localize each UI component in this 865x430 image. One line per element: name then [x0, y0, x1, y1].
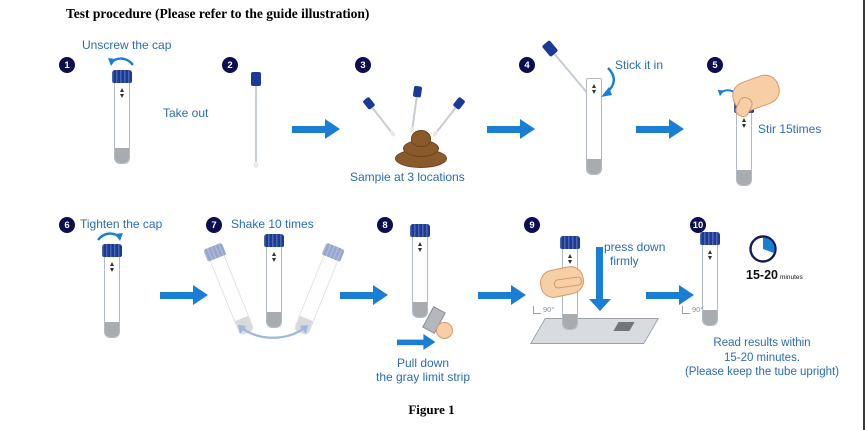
step8-number-badge: 8 [377, 217, 393, 233]
step8-label-line1: Pull down [396, 356, 450, 370]
swab-tip [254, 162, 258, 168]
tube-cap [700, 232, 720, 245]
step7-number-badge: 7 [206, 217, 222, 233]
shaking-tube-left [203, 242, 257, 337]
collection-tube-step1 [112, 70, 132, 164]
clock-icon [748, 234, 778, 264]
step3-label: Sampie at 3 locations [350, 170, 465, 184]
step6-label: Tighten the cap [80, 217, 163, 231]
swab-shaft [255, 86, 257, 162]
result-note-line3: (Please keep the tube upright) [684, 366, 840, 378]
wait-time-unit: minutes [779, 274, 803, 281]
tube-gray-end [737, 170, 751, 185]
sequence-arrow-icon [646, 285, 694, 305]
wait-time-value: 15-20 [746, 268, 778, 282]
tube-gray-end [563, 314, 577, 329]
step1-number-badge: 1 [59, 57, 75, 73]
sequence-arrow-icon [636, 119, 684, 139]
stool-sample-illustration [392, 126, 448, 168]
step1-label: Unscrew the cap [82, 38, 172, 52]
step8-label: Pull down the gray limit strip [358, 356, 488, 384]
tube-body [104, 257, 120, 338]
step9-number-badge: 9 [524, 217, 540, 233]
pull-direction-arrow-icon [397, 334, 436, 350]
step2-number-badge: 2 [222, 57, 238, 73]
step9-label-line1: press down [604, 240, 666, 254]
shake-illustration [203, 234, 345, 346]
angle-mark-step10: 90° [682, 305, 703, 314]
shaking-tube-right [291, 242, 345, 337]
step5-number-badge: 5 [707, 57, 723, 73]
tube-body [702, 245, 718, 326]
swab-stick-step2 [250, 72, 262, 168]
result-note: Read results within 15-20 minutes. (Plea… [662, 336, 862, 380]
step2-label: Take out [163, 106, 209, 120]
tube-mark [120, 88, 124, 92]
tube-gray-end [105, 322, 119, 337]
result-note-line1: Read results within [713, 337, 811, 349]
shake-motion-arrow-icon [234, 324, 312, 342]
sequence-arrow-icon [292, 119, 340, 139]
sequence-arrow-icon [160, 285, 208, 305]
insert-arrow-icon [596, 66, 616, 98]
page-title: Test procedure (Please refer to the guid… [66, 6, 370, 21]
tube-gray-end [413, 302, 427, 317]
tube-cap [102, 244, 122, 257]
tube-mark [120, 94, 124, 98]
step4-number-badge: 4 [519, 57, 535, 73]
tube-gray-end [115, 148, 129, 163]
hand-illustration-step8 [436, 322, 453, 339]
right-angle-icon [682, 306, 690, 314]
step7-label: Shake 10 times [231, 217, 314, 231]
step10-number-badge: 10 [690, 217, 706, 233]
swab-cap [251, 72, 261, 86]
shaking-tube-center [264, 234, 284, 328]
result-note-line2: 15-20 minutes. [723, 351, 801, 364]
tube-body [586, 78, 602, 175]
collection-tube-step10 [700, 232, 720, 326]
tighten-arrow-icon [96, 230, 124, 244]
step4-label: Stick it in [615, 58, 664, 72]
figure-caption: Figure 1 [408, 402, 455, 417]
tube-body [114, 83, 130, 164]
tube-gray-end [587, 159, 601, 174]
angle-value: 90° [543, 305, 555, 314]
tube-cap [112, 70, 132, 83]
angle-value: 90° [692, 305, 704, 314]
table-surface [530, 318, 660, 344]
tube-gray-end [703, 310, 717, 325]
open-tube-step4 [584, 78, 604, 175]
tube-body [736, 113, 752, 186]
step8-label-line2: the gray limit strip [375, 370, 471, 384]
unscrew-arrow-icon [107, 55, 135, 69]
collection-tube-step6 [102, 244, 122, 338]
right-angle-icon [533, 306, 541, 314]
step9-label-line2: firmly [610, 254, 639, 268]
tube-cap [410, 224, 430, 237]
sequence-arrow-icon [340, 285, 388, 305]
tube-cap [560, 236, 580, 249]
step6-number-badge: 6 [59, 217, 75, 233]
tube-body [412, 237, 428, 318]
step3-number-badge: 3 [355, 57, 371, 73]
sequence-arrow-icon [487, 119, 535, 139]
sequence-arrow-icon [478, 285, 526, 305]
step5-label: Stir 15times [758, 122, 822, 136]
collection-tube-step8 [410, 224, 430, 318]
angle-mark-step9: 90° [533, 305, 554, 314]
